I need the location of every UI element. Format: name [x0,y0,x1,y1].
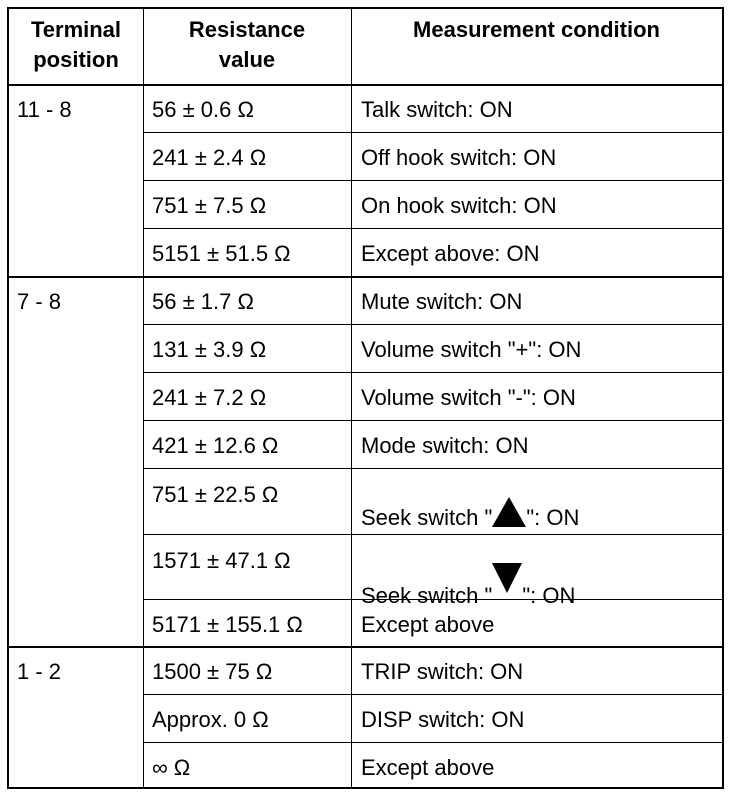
group-divider [9,646,722,648]
condition-cell: Except above: ON [361,241,540,266]
resistance-cell: 56 ± 0.6 Ω [152,97,254,122]
row-divider [143,694,722,695]
terminal-position-cell: 7 - 8 [17,289,62,314]
resistance-cell: 241 ± 7.2 Ω [152,385,267,410]
row-divider [143,132,722,133]
resistance-cell: 5151 ± 51.5 Ω [152,241,291,266]
condition-cell: Except above [361,755,495,780]
condition-cell: Except above [361,612,495,637]
row-divider [143,468,722,469]
resistance-cell: 751 ± 22.5 Ω [152,482,279,507]
row-divider [143,420,722,421]
resistance-cell: 241 ± 2.4 Ω [152,145,267,170]
row-divider [143,372,722,373]
header-divider [9,84,722,86]
condition-cell: Volume switch "+": ON [361,337,582,362]
triangle-up-icon [492,497,527,527]
condition-cell: Seek switch "": ON [361,497,579,531]
condition-cell: DISP switch: ON [361,707,525,732]
row-divider [143,324,722,325]
header-measurement-condition: Measurement condition [413,17,660,42]
row-divider [143,228,722,229]
condition-cell: Off hook switch: ON [361,145,557,170]
header-terminal-position: Terminal position [30,17,122,72]
condition-cell: Mode switch: ON [361,433,529,458]
resistance-cell: 56 ± 1.7 Ω [152,289,254,314]
condition-cell: Seek switch "": ON [361,563,575,609]
row-divider [143,534,722,535]
group-divider [9,276,722,278]
resistance-cell: ∞ Ω [152,755,191,780]
condition-cell: Talk switch: ON [361,97,513,122]
resistance-table: Terminal position Resistance value Measu… [7,7,724,789]
resistance-cell: 131 ± 3.9 Ω [152,337,267,362]
row-divider [143,180,722,181]
condition-cell: TRIP switch: ON [361,659,524,684]
resistance-cell: 751 ± 7.5 Ω [152,193,267,218]
column-divider [351,9,352,787]
column-divider [143,9,144,787]
row-divider [143,599,722,600]
resistance-cell: 1571 ± 47.1 Ω [152,548,291,573]
condition-cell: Volume switch "-": ON [361,385,576,410]
terminal-position-cell: 1 - 2 [17,659,62,684]
row-divider [143,742,722,743]
condition-cell: Mute switch: ON [361,289,523,314]
resistance-cell: Approx. 0 Ω [152,707,269,732]
header-resistance-value: Resistance value [188,17,306,72]
resistance-cell: 1500 ± 75 Ω [152,659,273,684]
resistance-cell: 421 ± 12.6 Ω [152,433,279,458]
condition-cell: On hook switch: ON [361,193,557,218]
triangle-down-icon [492,563,523,593]
terminal-position-cell: 11 - 8 [17,97,72,122]
resistance-cell: 5171 ± 155.1 Ω [152,612,303,637]
